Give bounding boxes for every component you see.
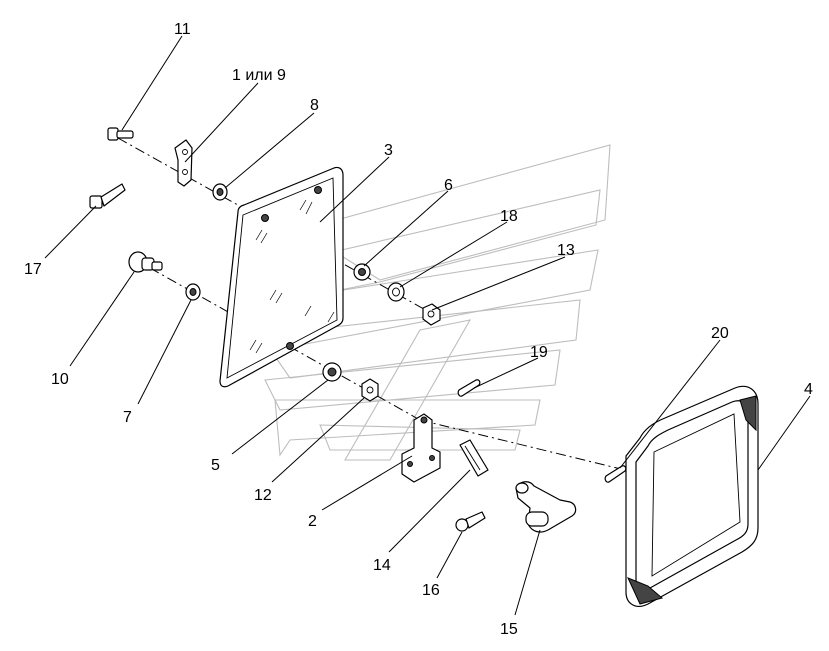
- callout-labels: 11 1 или 9 8 3 6 18 13 19 20 4 17 10 7 5…: [24, 21, 813, 638]
- part-12-nut: [361, 378, 379, 402]
- callout-17: 17: [24, 261, 42, 278]
- part-3-glass-panel: [219, 166, 344, 388]
- callout-10: 10: [51, 371, 69, 388]
- callout-6: 6: [444, 177, 453, 194]
- callout-14: 14: [373, 557, 391, 574]
- callout-13: 13: [557, 242, 575, 259]
- callout-19: 19: [530, 344, 548, 361]
- part-4-seal-frame: [625, 385, 759, 607]
- watermark-logo: [259, 144, 611, 461]
- callout-12: 12: [254, 487, 272, 504]
- part-8-washer: [212, 183, 228, 201]
- callout-7: 7: [123, 409, 132, 426]
- callout-16: 16: [422, 582, 440, 599]
- callout-2: 2: [308, 513, 317, 530]
- part-19-pin: [457, 379, 481, 397]
- callout-18: 18: [500, 208, 518, 225]
- part-5-washer: [322, 362, 342, 382]
- callout-4: 4: [804, 381, 813, 398]
- callout-3: 3: [384, 142, 393, 159]
- callout-20: 20: [711, 325, 729, 342]
- part-17-screw: [89, 183, 126, 209]
- callout-11: 11: [174, 21, 191, 38]
- leader-lines: [44, 35, 811, 616]
- callout-15: 15: [500, 621, 518, 638]
- part-10-knob: [128, 251, 163, 273]
- part-2-hinge-bracket: [401, 413, 441, 483]
- callout-8: 8: [310, 97, 319, 114]
- part-7-washer: [185, 283, 201, 301]
- callout-5: 5: [211, 457, 220, 474]
- part-6-washer: [353, 263, 371, 281]
- part-1-or-9-bracket: [174, 139, 193, 187]
- part-16-screw: [455, 511, 486, 532]
- part-18-washer: [387, 282, 405, 302]
- part-14-bushing: [459, 439, 489, 477]
- assembly-axes: [117, 137, 626, 471]
- callout-1-or-9: 1 или 9: [232, 67, 286, 84]
- part-15-hinge-arm: [515, 481, 577, 533]
- part-20-pin: [604, 465, 627, 483]
- part-13-nut: [422, 303, 441, 326]
- part-11-bolt: [107, 127, 134, 141]
